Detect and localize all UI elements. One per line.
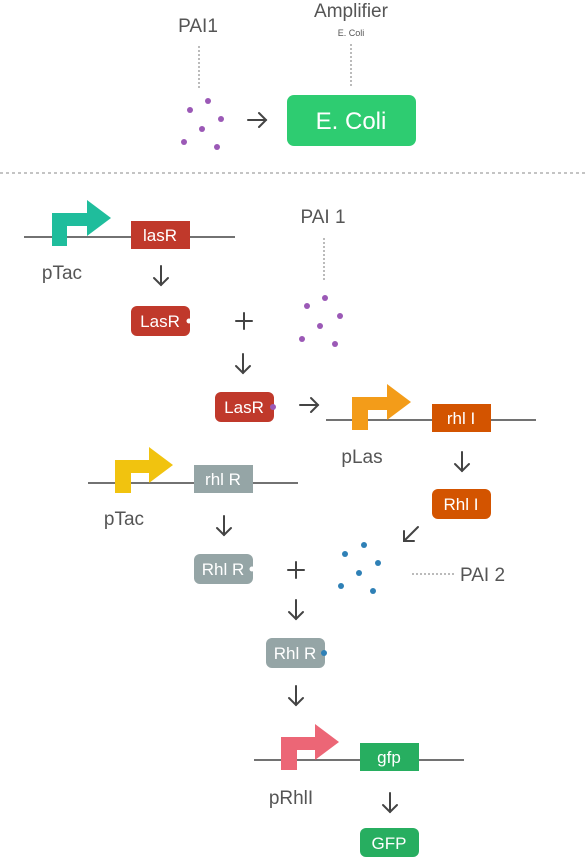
signal-dot [205,98,211,104]
protein-gfp-label: GFP [372,834,407,853]
promoter-ptac-2: pTac [104,509,144,530]
down-arrow-icon [153,265,169,287]
binding-site [186,318,192,324]
signal-dot [338,583,344,589]
signal-dot [322,295,328,301]
signal-dot [356,570,362,576]
protein-lasr-label: LasR [140,312,180,331]
gene-rhlr-box [194,465,253,493]
signal-dot [375,560,381,566]
amplifier-sub-label: E. Coli [338,28,365,38]
gene-rhlr-label: rhl R [205,470,241,489]
protein-rhli-box [432,489,491,519]
signal-dot [214,144,220,150]
ecoli-box [287,95,416,146]
signal-dot [181,139,187,145]
signal-dot [199,126,205,132]
signal-dot [317,323,323,329]
right-arrow-icon [299,397,320,413]
binding-site [249,566,255,572]
promoter-arrow-icon [52,200,111,246]
pai1-dots [299,295,343,347]
complex-rhlr-box [266,638,325,668]
down-arrow-icon [382,792,398,814]
down-arrow-icon [288,685,304,707]
gene-gfp-label: gfp [377,748,401,767]
amplifier-label: Amplifier [314,1,389,22]
complex-rhlr-label: Rhl R [274,644,317,663]
bound-signal [321,650,327,656]
promoter-arrow-icon [115,447,173,493]
plus-icon [235,312,253,330]
pai1-top-dots [181,98,224,150]
plus-icon [287,561,305,579]
diagonal-arrow-icon [403,526,419,542]
pai1-top-label: PAI1 [178,16,218,37]
promoter-arrow-icon [281,724,339,770]
complex-lasr-box [215,392,274,422]
bound-signal [270,404,276,410]
promoter-arrow-icon [352,384,411,430]
gene-lasr-box [131,221,190,249]
promoter-plas: pLas [341,447,382,468]
signal-dot [370,588,376,594]
gene-rhli-label: rhl I [447,409,475,428]
down-arrow-icon [454,451,470,473]
down-arrow-icon [288,599,304,621]
promoter-prhli: pRhlI [269,788,313,809]
protein-lasr-box [131,306,190,336]
protein-rhli-label: Rhl I [444,495,479,514]
complex-lasr-label: LasR [224,398,264,417]
gene-gfp-box [360,743,419,771]
pai2-signal-label: PAI 2 [460,565,505,586]
ecoli-box-label: E. Coli [316,108,387,135]
promoter-ptac-1: pTac [42,263,82,284]
gene-lasr-label: lasR [143,226,177,245]
signal-dot [361,542,367,548]
signal-dot [337,313,343,319]
signal-dot [187,107,193,113]
signal-dot [332,341,338,347]
down-arrow-icon [216,515,232,537]
signal-dot [304,303,310,309]
pai1-signal-label: PAI 1 [300,207,345,228]
gene-rhli-box [432,404,491,432]
signal-dot [299,336,305,342]
down-arrow-icon [235,353,251,375]
signal-dot [342,551,348,557]
protein-rhlr-label: Rhl R [202,560,245,579]
protein-rhlr-box [194,554,253,584]
signal-dot [218,116,224,122]
right-arrow-icon [247,112,268,128]
protein-gfp-box [360,828,419,857]
pai2-dots [338,542,381,594]
